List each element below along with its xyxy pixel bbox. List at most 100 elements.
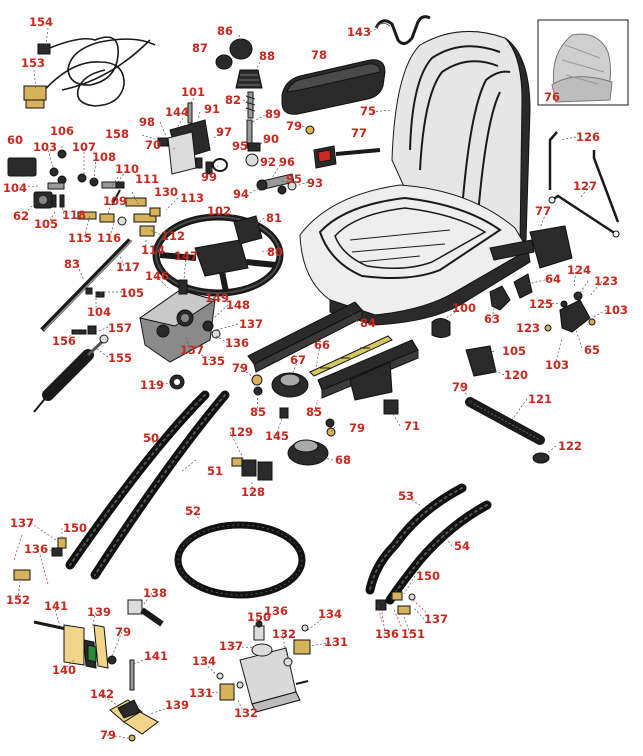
callout-96: 96 — [279, 155, 295, 169]
hydraulic-pump — [216, 620, 311, 713]
callout-122: 122 — [558, 439, 582, 453]
callout-117: 117 — [116, 260, 140, 274]
callout-79f: 79 — [100, 728, 116, 742]
callout-105b: 105 — [120, 286, 144, 300]
linkage-group — [245, 119, 315, 195]
callout-137e: 137 — [219, 639, 243, 653]
callout-135: 135 — [201, 354, 225, 368]
callout-139a: 139 — [87, 605, 111, 619]
callout-151: 151 — [401, 627, 425, 641]
valve-bracket-group — [33, 620, 159, 742]
callout-132a: 132 — [272, 627, 296, 641]
callout-79b: 79 — [232, 361, 248, 375]
callout-108: 108 — [92, 150, 116, 164]
throttle-cables — [23, 36, 156, 109]
callout-77a: 77 — [351, 126, 367, 140]
callout-137a: 137 — [239, 317, 263, 331]
callout-137c: 137 — [10, 516, 34, 530]
callout-125: 125 — [529, 297, 553, 311]
callout-154: 154 — [29, 15, 53, 29]
callout-71: 71 — [404, 419, 420, 433]
strap-bracket — [374, 15, 431, 45]
fittings-right — [375, 591, 427, 629]
callout-84: 84 — [360, 316, 376, 330]
callout-103c: 103 — [545, 358, 569, 372]
callout-120: 120 — [504, 368, 528, 382]
callout-136b: 136 — [24, 542, 48, 556]
callout-113: 113 — [180, 191, 204, 205]
callout-98: 98 — [139, 115, 155, 129]
callout-109: 109 — [103, 194, 127, 208]
callout-126: 126 — [576, 130, 600, 144]
callout-91: 91 — [204, 102, 220, 116]
callout-99: 99 — [201, 170, 217, 184]
callout-121: 121 — [528, 392, 552, 406]
callout-103b: 103 — [604, 303, 628, 317]
callout-140: 140 — [52, 663, 76, 677]
callout-50: 50 — [143, 431, 159, 445]
callout-103a: 103 — [33, 140, 57, 154]
callout-114: 114 — [141, 243, 165, 257]
callout-132b: 132 — [234, 706, 258, 720]
callout-51: 51 — [207, 464, 223, 478]
callout-85a: 85 — [250, 405, 266, 419]
callout-105a: 105 — [34, 217, 58, 231]
callout-53: 53 — [398, 489, 414, 503]
callout-89: 89 — [265, 107, 281, 121]
callout-144: 144 — [165, 105, 189, 119]
callout-134b: 134 — [192, 654, 216, 668]
callout-86: 86 — [217, 24, 233, 38]
callout-97: 97 — [216, 125, 232, 139]
callout-156: 156 — [52, 334, 76, 348]
callout-137b: 137 — [180, 343, 204, 357]
callout-123b: 123 — [516, 321, 540, 335]
callout-77b: 77 — [535, 204, 551, 218]
callout-66: 66 — [314, 338, 330, 352]
callout-145: 145 — [265, 429, 289, 443]
callout-131b: 131 — [189, 686, 213, 700]
callout-148: 148 — [226, 298, 250, 312]
callout-129: 129 — [229, 425, 253, 439]
seat-sensors — [431, 273, 596, 338]
callout-141a: 141 — [44, 599, 68, 613]
callout-104b: 104 — [87, 305, 111, 319]
callout-102: 102 — [207, 204, 231, 218]
callout-67: 67 — [290, 353, 306, 367]
callout-127: 127 — [573, 179, 597, 193]
callout-79a: 79 — [286, 119, 302, 133]
callout-138: 138 — [143, 586, 167, 600]
callout-150a: 150 — [63, 521, 87, 535]
callout-labels: 154 153 143 86 87 88 78 76 82 101 144 91… — [3, 15, 628, 742]
callout-65: 65 — [584, 343, 600, 357]
callout-106: 106 — [50, 124, 74, 138]
callout-68: 68 — [335, 453, 351, 467]
leader-lines — [17, 27, 607, 739]
callout-136d: 136 — [264, 604, 288, 618]
steering-column — [40, 238, 133, 332]
callout-141b: 141 — [144, 649, 168, 663]
callout-70: 70 — [145, 138, 161, 152]
callout-150b: 150 — [416, 569, 440, 583]
callout-137d: 137 — [424, 612, 448, 626]
callout-81: 81 — [266, 211, 282, 225]
callout-142: 142 — [90, 687, 114, 701]
callout-149: 149 — [205, 291, 229, 305]
steering-wheel — [152, 213, 284, 297]
hydraulic-tube — [169, 345, 550, 464]
knob-group — [215, 38, 263, 119]
callout-134a: 134 — [318, 607, 342, 621]
callout-111: 111 — [135, 172, 159, 186]
steering-valve — [138, 279, 221, 363]
fittings-left — [13, 534, 67, 585]
callout-80: 80 — [267, 245, 283, 259]
callout-157: 157 — [108, 321, 132, 335]
control-brackets — [157, 102, 228, 175]
callout-79d: 79 — [349, 421, 365, 435]
callout-83: 83 — [64, 257, 80, 271]
callout-76: 76 — [544, 90, 560, 104]
callout-62: 62 — [13, 209, 29, 223]
callout-104a: 104 — [3, 181, 27, 195]
callout-110: 110 — [115, 162, 139, 176]
callout-79c: 79 — [452, 380, 468, 394]
